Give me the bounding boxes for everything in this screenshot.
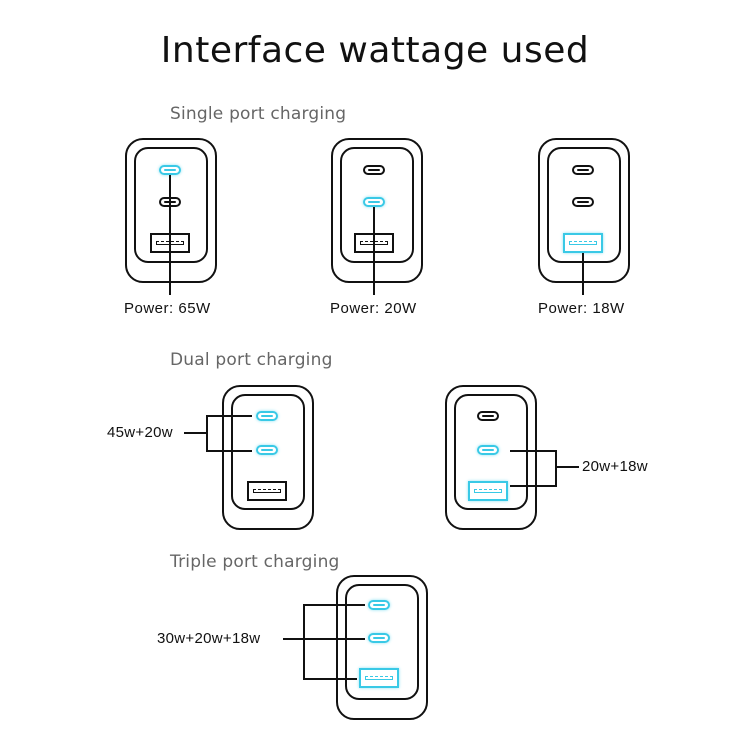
usb-c-port-2-icon: [368, 633, 390, 643]
charger-face: [547, 147, 621, 263]
bracket-line: [206, 415, 252, 417]
connector-line: [169, 175, 171, 295]
bracket-line: [206, 450, 252, 452]
usb-c-port-1-icon: [368, 600, 390, 610]
watt-label-30w-20w-18w: 30w+20w+18w: [157, 630, 261, 647]
watt-label-20w-18w: 20w+18w: [582, 458, 648, 475]
usb-c-port-2-icon: [363, 197, 385, 207]
charger-single-18w: [538, 138, 630, 283]
usb-c-port-1-icon: [572, 165, 594, 175]
bracket-line: [303, 678, 357, 680]
power-label-65w: Power: 65W: [124, 300, 211, 317]
connector-line: [373, 207, 375, 295]
usb-a-port-icon: [468, 481, 508, 501]
bracket-line: [510, 485, 556, 487]
usb-a-port-icon: [563, 233, 603, 253]
bracket-line: [303, 604, 365, 606]
charger-dual-45w-20w: [222, 385, 314, 530]
bracket-line: [283, 638, 365, 640]
watt-label-45w-20w: 45w+20w: [107, 424, 173, 441]
section-label-dual: Dual port charging: [170, 350, 333, 370]
usb-c-port-2-icon: [477, 445, 499, 455]
charger-face: [134, 147, 208, 263]
bracket-line: [555, 450, 557, 487]
charger-face: [454, 394, 528, 510]
usb-c-port-1-icon: [477, 411, 499, 421]
usb-a-port-icon: [359, 668, 399, 688]
charger-single-20w: [331, 138, 423, 283]
charger-face: [340, 147, 414, 263]
bracket-line: [303, 604, 305, 680]
charger-dual-20w-18w: [445, 385, 537, 530]
charger-triple-30w-20w-18w: [336, 575, 428, 720]
bracket-line: [206, 415, 208, 452]
usb-c-port-1-icon: [159, 165, 181, 175]
bracket-line: [555, 466, 579, 468]
usb-c-port-1-icon: [256, 411, 278, 421]
charger-single-65w: [125, 138, 217, 283]
power-label-18w: Power: 18W: [538, 300, 625, 317]
section-label-single: Single port charging: [170, 104, 347, 124]
connector-line: [582, 253, 584, 295]
section-label-triple: Triple port charging: [170, 552, 340, 572]
page-title: Interface wattage used: [160, 30, 590, 71]
usb-c-port-2-icon: [256, 445, 278, 455]
usb-c-port-2-icon: [572, 197, 594, 207]
power-label-20w: Power: 20W: [330, 300, 417, 317]
bracket-line: [184, 432, 206, 434]
charger-face: [231, 394, 305, 510]
bracket-line: [510, 450, 556, 452]
charger-face: [345, 584, 419, 700]
usb-c-port-1-icon: [363, 165, 385, 175]
usb-a-port-icon: [247, 481, 287, 501]
